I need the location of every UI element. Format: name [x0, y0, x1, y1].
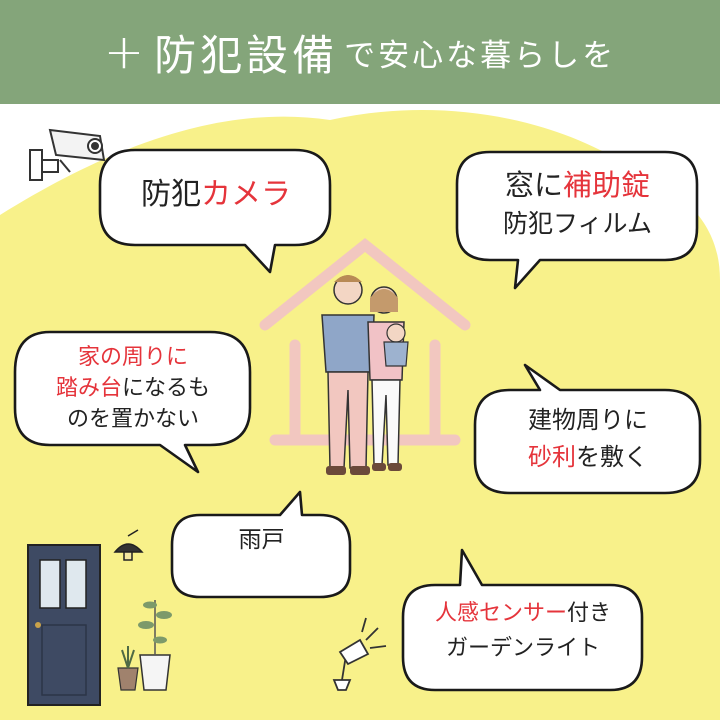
step-line1: 家の周りに: [77, 345, 188, 370]
gravel-line2-red: 砂利: [528, 443, 576, 472]
header-title-main: 防犯設備: [154, 30, 339, 80]
shutter-bubble: [170, 490, 352, 599]
gravel-line1: 建物周りに: [528, 406, 648, 434]
camera-bubble: [98, 148, 332, 274]
sensor-bubble-text: 人感センサー付き ガーデンライト: [405, 596, 641, 666]
shutter-line1: 雨戸: [238, 527, 285, 553]
step-line2-red: 踏み台: [55, 376, 122, 402]
sensor-line2: ガーデンライト: [445, 636, 600, 662]
security-camera-icon: [29, 128, 106, 181]
gravel-bubble: [473, 363, 702, 495]
window-line1-red: 補助錠: [563, 168, 651, 202]
sensor-bubble: [401, 548, 644, 692]
page-header: + 防犯設備 で安心な暮らしを: [0, 0, 720, 104]
camera-label: 防犯: [141, 177, 201, 212]
potted-plant-icon: [117, 600, 172, 691]
sensor-line1-red: 人感センサー: [434, 601, 567, 626]
door-icon: [27, 544, 101, 706]
window-bubble-text: 窓に補助錠 防犯フィルム: [460, 164, 695, 242]
camera-label-red: カメラ: [201, 177, 291, 212]
sensor-line1-plain: 付き: [567, 601, 612, 626]
step-bubble-text: 家の周りに 踏み台になるも のを置かない: [18, 342, 248, 436]
gravel-bubble-text: 建物周りに 砂利を敷く: [478, 402, 698, 476]
camera-bubble-text: 防犯カメラ: [105, 175, 327, 216]
garden-spotlight-icon: [332, 617, 387, 691]
window-line1-plain: 窓に: [504, 168, 563, 202]
header-title-sub: で安心な暮らしを: [344, 37, 617, 74]
window-bubble: [455, 150, 699, 290]
wall-lamp-icon: [113, 529, 144, 561]
step-line2-plain: になるも: [122, 376, 211, 402]
family-illustration: [321, 275, 409, 475]
step-bubble: [13, 330, 252, 474]
shutter-bubble-text: 雨戸: [175, 524, 348, 556]
gravel-line2-plain: を敷く: [576, 443, 648, 472]
step-line3: のを置かない: [66, 407, 199, 433]
plus-icon: +: [103, 24, 145, 80]
window-line2: 防犯フィルム: [502, 209, 652, 239]
